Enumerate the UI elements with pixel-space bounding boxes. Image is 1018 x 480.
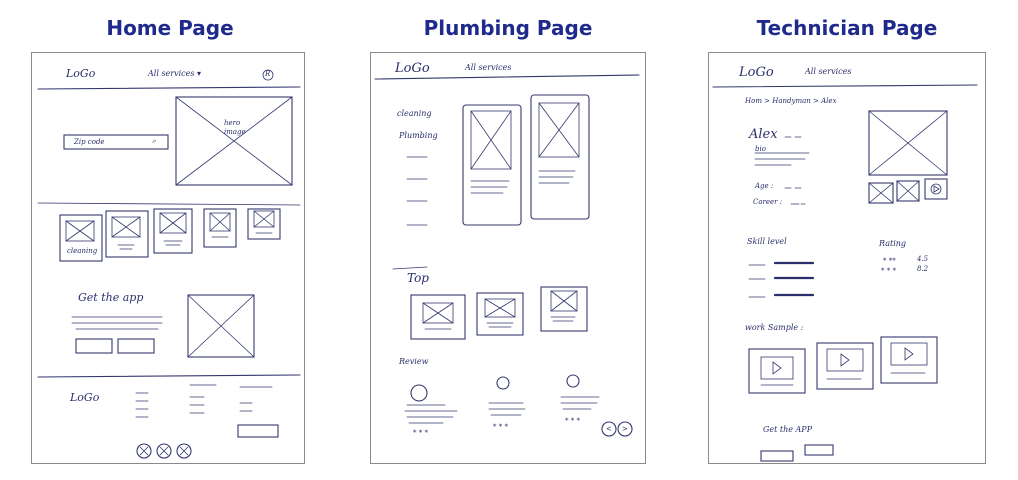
skill-bars [748,261,815,298]
account-icon [262,69,274,81]
nav-label: All services [148,69,195,78]
app-store-button [75,338,113,354]
plumbing-logo[interactable]: LoGo [395,61,430,76]
rating-1-stars: * ** [883,257,896,265]
top-card-2 [476,292,524,336]
technician-nav-all-services[interactable]: All services [805,67,852,76]
home-page-sketch: LoGo All services ▾ R Zip code ⌕ hero im… [31,52,305,464]
chevron-left-icon[interactable]: < [606,425,612,433]
home-page-title: Home Page [106,16,234,40]
review-1 [404,384,458,424]
technician-page-sketch: LoGo All services Hom > Handyman > Alex … [708,52,986,464]
review-heading: Review [399,357,429,366]
category-cards [59,208,281,262]
get-app-heading: Get the APP [763,425,813,434]
hero-image-placeholder [175,96,293,186]
rating-2-stars: * * * [881,267,896,275]
review-3 [560,374,600,410]
service-card-1 [462,104,522,226]
review-1-stars: * * * [413,429,428,437]
technician-photo-placeholder [868,110,948,176]
app-store-button [760,450,794,462]
category-label-cleaning[interactable]: cleaning [67,247,98,255]
search-icon[interactable]: ⌕ [152,137,156,145]
play-store-button [804,444,834,456]
chevron-down-icon: ▾ [197,69,202,78]
photo-thumbnails [868,178,948,204]
breadcrumb[interactable]: Hom > Handyman > Alex [745,97,837,105]
plumbing-page-sketch: LoGo All services cleaning Plumbing Top … [370,52,646,464]
footer-subscribe-box [237,424,279,438]
play-store-button [117,338,155,354]
career-label: Career : [753,198,783,206]
technician-page-title: Technician Page [756,16,938,40]
hero-image-label: hero image [224,119,246,136]
work-sample-1 [748,348,806,394]
home-nav-all-services[interactable]: All services ▾ [148,69,201,78]
service-card-2 [530,94,590,220]
sidebar-item-plumbing[interactable]: Plumbing [399,131,438,140]
top-card-1 [410,294,466,340]
account-icon-glyph[interactable]: R [265,70,271,78]
work-sample-3 [880,336,938,384]
review-next-button [617,421,633,437]
zip-search-input[interactable]: Zip code [74,138,105,146]
rating-2-value: 8.2 [917,265,929,273]
review-2 [488,376,526,416]
plumbing-nav-all-services[interactable]: All services [465,63,512,72]
age-label: Age : [755,182,774,190]
review-prev-button [601,421,617,437]
technician-logo[interactable]: LoGo [739,65,774,80]
sidebar-item-cleaning[interactable]: cleaning [397,109,432,118]
review-3-stars: * * * [565,417,580,425]
chevron-right-icon[interactable]: > [622,425,628,433]
top-card-3 [540,286,588,332]
review-2-stars: * * * [493,423,508,431]
plumbing-page-title: Plumbing Page [423,16,593,40]
bio-label: bio [755,145,766,153]
get-app-heading: Get the app [78,291,144,304]
rating-1-value: 4.5 [917,255,929,263]
social-icons [136,443,192,459]
home-logo[interactable]: LoGo [66,67,96,80]
zip-search-box [63,134,169,150]
rating-heading: Rating [879,239,907,248]
app-image-placeholder [187,294,255,358]
technician-name: Alex [749,127,778,142]
top-heading: Top [407,271,429,285]
footer-logo[interactable]: LoGo [70,391,100,404]
work-sample-heading: work Sample : [745,323,804,332]
work-sample-2 [816,342,874,390]
skill-level-heading: Skill level [747,237,787,246]
